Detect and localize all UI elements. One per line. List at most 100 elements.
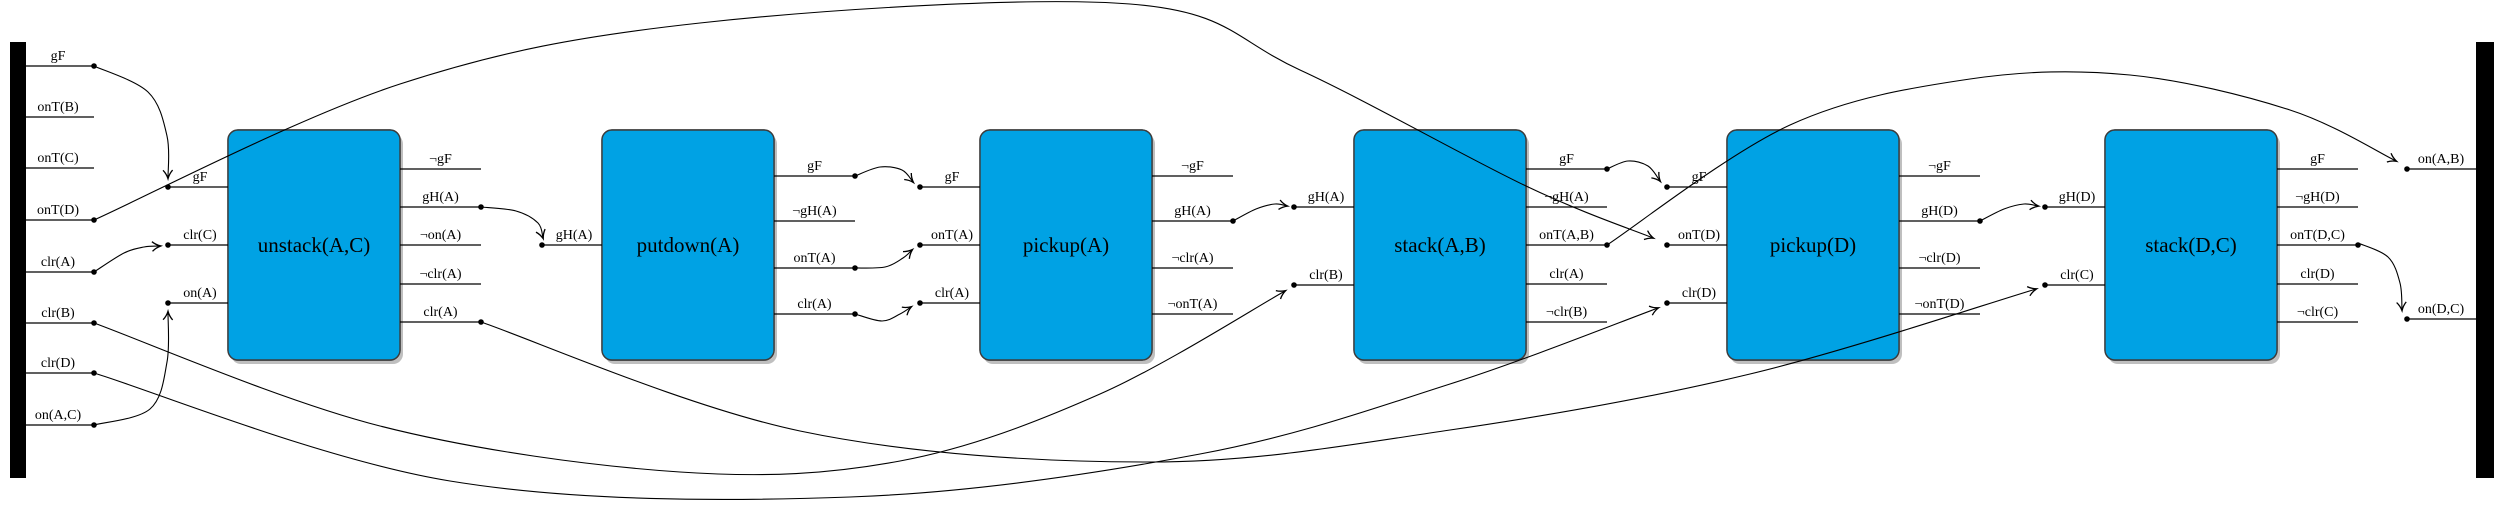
port-label-in: gF [193,170,208,185]
edge-pickupD.out.gH(D)->stackDC.in.gH(D) [1979,199,2042,222]
edge-init.clr(A)->unstack.in.clr(C) [93,241,164,273]
fact-label: onT(D) [37,203,79,218]
port-label-out: ¬clr(D) [1918,251,1960,266]
port-label-out: ¬clr(B) [1546,305,1588,320]
port-label-out: gH(D) [1921,204,1958,219]
port-label-out: ¬gF [1928,159,1951,174]
port-label-out: ¬gF [429,152,452,167]
fact-label: gF [51,49,66,64]
port-label-out: onT(D,C) [2290,228,2345,243]
edge-stackDC.out.onT(D,C)->goal.on(D,C) [2357,242,2407,314]
port-dot [165,242,171,248]
port-label-out: ¬gF [1181,159,1204,174]
fact-label: onT(B) [37,100,79,115]
port-label-out: ¬onT(A) [1168,297,1218,312]
port-label-in: clr(B) [1309,268,1343,283]
port-dot [2404,166,2410,172]
port-dot [91,63,97,69]
edge-pickupA.out.gH(A)->stackAB.in.gH(A) [1232,199,1291,222]
port-label-out: onT(A) [794,251,836,266]
port-dot [165,184,171,190]
edge-unstack.out.clr(A)->stackDC.in.clr(C) [480,286,2039,463]
port-label-out: gF [807,159,822,174]
port-dot [91,217,97,223]
port-dot [1664,242,1670,248]
port-label-in: clr(A) [935,286,970,301]
edge-init.gF->unstack.in.gF [93,65,174,182]
port-dot [852,265,858,271]
port-label-in: gH(A) [1308,190,1345,205]
goal-state-bar [2476,42,2494,478]
port-label-out: clr(A) [423,305,458,320]
port-label-out: gF [1559,152,1574,167]
edge-putdown.out.clr(A)->pickupA.in.clr(A) [854,305,914,322]
port-label-out: gH(A) [1174,204,1211,219]
port-label-out: clr(A) [1549,267,1584,282]
port-dot [478,204,484,210]
fact-label: on(D,C) [2418,302,2465,317]
port-dot [2042,282,2048,288]
port-dot [91,370,97,376]
port-dot [91,422,97,428]
port-label-out: ¬clr(A) [419,267,461,282]
port-dot [917,184,923,190]
port-dot [539,242,545,248]
port-dot [1604,166,1610,172]
port-dot [2355,242,2361,248]
port-dot [917,300,923,306]
port-dot [852,311,858,317]
fact-label: clr(A) [41,255,76,270]
port-dot [1230,218,1236,224]
port-label-out: ¬gH(A) [792,204,837,219]
action-title: pickup(D) [1770,233,1856,257]
edge-putdown.out.onT(A)->pickupA.in.onT(A) [854,247,915,269]
edge-putdown.out.gF->pickupA.in.gF [854,166,916,185]
edge-unstack.out.gH(A)->putdown.in.gH(A) [480,206,546,241]
port-label-out: ¬gH(A) [1544,190,1589,205]
port-dot [1291,282,1297,288]
port-label-in: on(A) [183,286,217,301]
edge-init.on(A,C)->unstack.in.on(A) [93,308,174,426]
port-label-in: clr(C) [2060,268,2094,283]
fact-label: onT(C) [37,151,79,166]
action-title: unstack(A,C) [258,233,371,257]
port-label-out: ¬clr(C) [2297,305,2339,320]
port-label-in: clr(D) [1682,286,1717,301]
port-dot [91,269,97,275]
edge-init.onT(D)->pickupD.in.onT(D) [93,1,1656,241]
port-dot [91,320,97,326]
port-dot [1664,184,1670,190]
port-label-in: gF [945,170,960,185]
port-label-out: ¬gH(D) [2295,190,2340,205]
port-dot [2042,204,2048,210]
port-label-in: onT(A) [931,228,973,243]
edge-init.clr(D)->pickupD.in.clr(D) [93,305,1661,500]
port-dot [1604,242,1610,248]
port-dot [165,300,171,306]
fact-label: clr(B) [41,306,75,321]
action-title: stack(A,B) [1394,233,1486,257]
port-label-out: clr(A) [797,297,832,312]
port-dot [478,319,484,325]
edge-stackAB.out.onT(A,B)->goal.on(A,B) [1606,71,2399,246]
port-dot [852,173,858,179]
port-label-out: clr(D) [2300,267,2335,282]
port-dot [917,242,923,248]
fact-label: on(A,B) [2418,152,2465,167]
port-label-in: onT(D) [1678,228,1720,243]
edge-init.clr(B)->stackAB.in.clr(B) [93,289,1288,476]
port-label-in: gH(D) [2059,190,2096,205]
port-label-in: clr(C) [183,228,217,243]
port-label-out: ¬clr(A) [1171,251,1213,266]
fact-label: clr(D) [41,356,76,371]
initial-state-bar [10,42,26,478]
port-dot [2404,316,2410,322]
action-title: putdown(A) [637,233,740,257]
port-label-in: gH(A) [556,228,593,243]
action-title: stack(D,C) [2145,233,2237,257]
port-dot [1664,300,1670,306]
port-dot [1977,218,1983,224]
action-title: pickup(A) [1023,233,1109,257]
